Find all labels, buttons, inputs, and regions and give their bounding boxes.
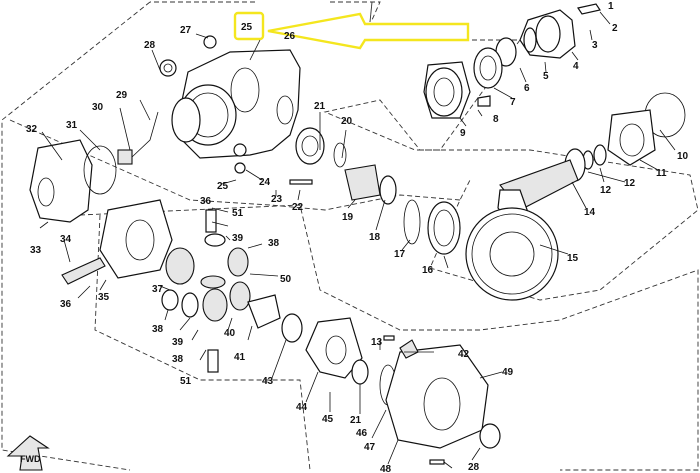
callout-50: 50 <box>280 274 292 285</box>
callout-5: 5 <box>543 71 549 82</box>
callout-27: 27 <box>180 25 192 36</box>
callout-43: 43 <box>262 376 274 387</box>
callout-labels: 1 2 3 4 5 6 7 8 9 10 11 12 12 13 14 15 1… <box>26 1 689 473</box>
callout-39b: 39 <box>172 337 184 348</box>
lower-cover-assembly <box>305 317 501 465</box>
callout-9: 9 <box>460 128 466 139</box>
callout-25-highlighted: 25 <box>241 22 253 33</box>
highlight-arrow <box>267 12 470 50</box>
callout-10: 10 <box>677 151 689 162</box>
callout-45: 45 <box>322 414 334 425</box>
callout-16: 16 <box>422 265 434 276</box>
callout-19: 19 <box>342 212 354 223</box>
callout-18: 18 <box>369 232 381 243</box>
mid-shaft-parts <box>233 127 397 205</box>
callout-21b: 21 <box>350 415 362 426</box>
callout-48: 48 <box>380 464 392 473</box>
callout-38c: 38 <box>172 354 184 365</box>
callout-32: 32 <box>26 124 38 135</box>
callout-8: 8 <box>493 114 499 125</box>
callout-22: 22 <box>292 202 304 213</box>
callout-36b: 36 <box>60 299 72 310</box>
callout-23: 23 <box>271 194 283 205</box>
callout-17: 17 <box>394 249 406 260</box>
ring-gear <box>403 199 559 301</box>
callout-38b: 38 <box>152 324 164 335</box>
callout-2: 2 <box>612 23 618 34</box>
callout-38a: 38 <box>268 238 280 249</box>
callout-4: 4 <box>573 61 579 72</box>
callout-42: 42 <box>458 349 470 360</box>
callout-47: 47 <box>364 442 376 453</box>
callout-39a: 39 <box>232 233 244 244</box>
callout-1: 1 <box>608 1 614 12</box>
callout-31: 31 <box>66 120 78 131</box>
callout-28a: 28 <box>144 40 156 51</box>
callout-46: 46 <box>356 428 368 439</box>
callout-20: 20 <box>341 116 353 127</box>
callout-12a: 12 <box>624 178 636 189</box>
highlight-box <box>233 11 265 41</box>
callout-21a: 21 <box>314 101 326 112</box>
callout-25: 25 <box>217 181 229 192</box>
callout-24: 24 <box>259 177 271 188</box>
callout-28b: 28 <box>468 462 480 473</box>
leader-lines <box>39 11 676 469</box>
callout-29: 29 <box>116 90 128 101</box>
callout-36a: 36 <box>200 196 212 207</box>
callout-35: 35 <box>98 292 110 303</box>
callout-11: 11 <box>656 168 667 179</box>
callout-33: 33 <box>30 245 42 256</box>
fwd-label: FWD <box>20 454 41 464</box>
callout-3: 3 <box>592 40 598 51</box>
callout-41: 41 <box>234 352 246 363</box>
callout-26: 26 <box>284 31 296 42</box>
callout-13: 13 <box>371 337 383 348</box>
callout-40: 40 <box>224 328 236 339</box>
forward-direction-indicator: FWD <box>6 435 50 471</box>
callout-37: 37 <box>152 284 164 295</box>
differential-assembly <box>99 199 303 373</box>
callout-44: 44 <box>296 402 308 413</box>
callout-6: 6 <box>524 83 530 94</box>
upper-right-flange-assembly <box>423 3 601 119</box>
callout-14: 14 <box>584 207 596 218</box>
highlight-callout <box>233 11 470 50</box>
callout-49: 49 <box>502 367 514 378</box>
callout-7: 7 <box>510 97 516 108</box>
callout-34: 34 <box>60 234 72 245</box>
callout-51a: 51 <box>232 208 244 219</box>
callout-30: 30 <box>92 102 104 113</box>
actuator-assembly <box>29 111 159 285</box>
callout-15: 15 <box>567 253 579 264</box>
pinion-shaft-group <box>497 92 686 226</box>
callout-12b: 12 <box>600 185 612 196</box>
main-housing <box>159 35 301 159</box>
callout-51b: 51 <box>180 376 192 387</box>
